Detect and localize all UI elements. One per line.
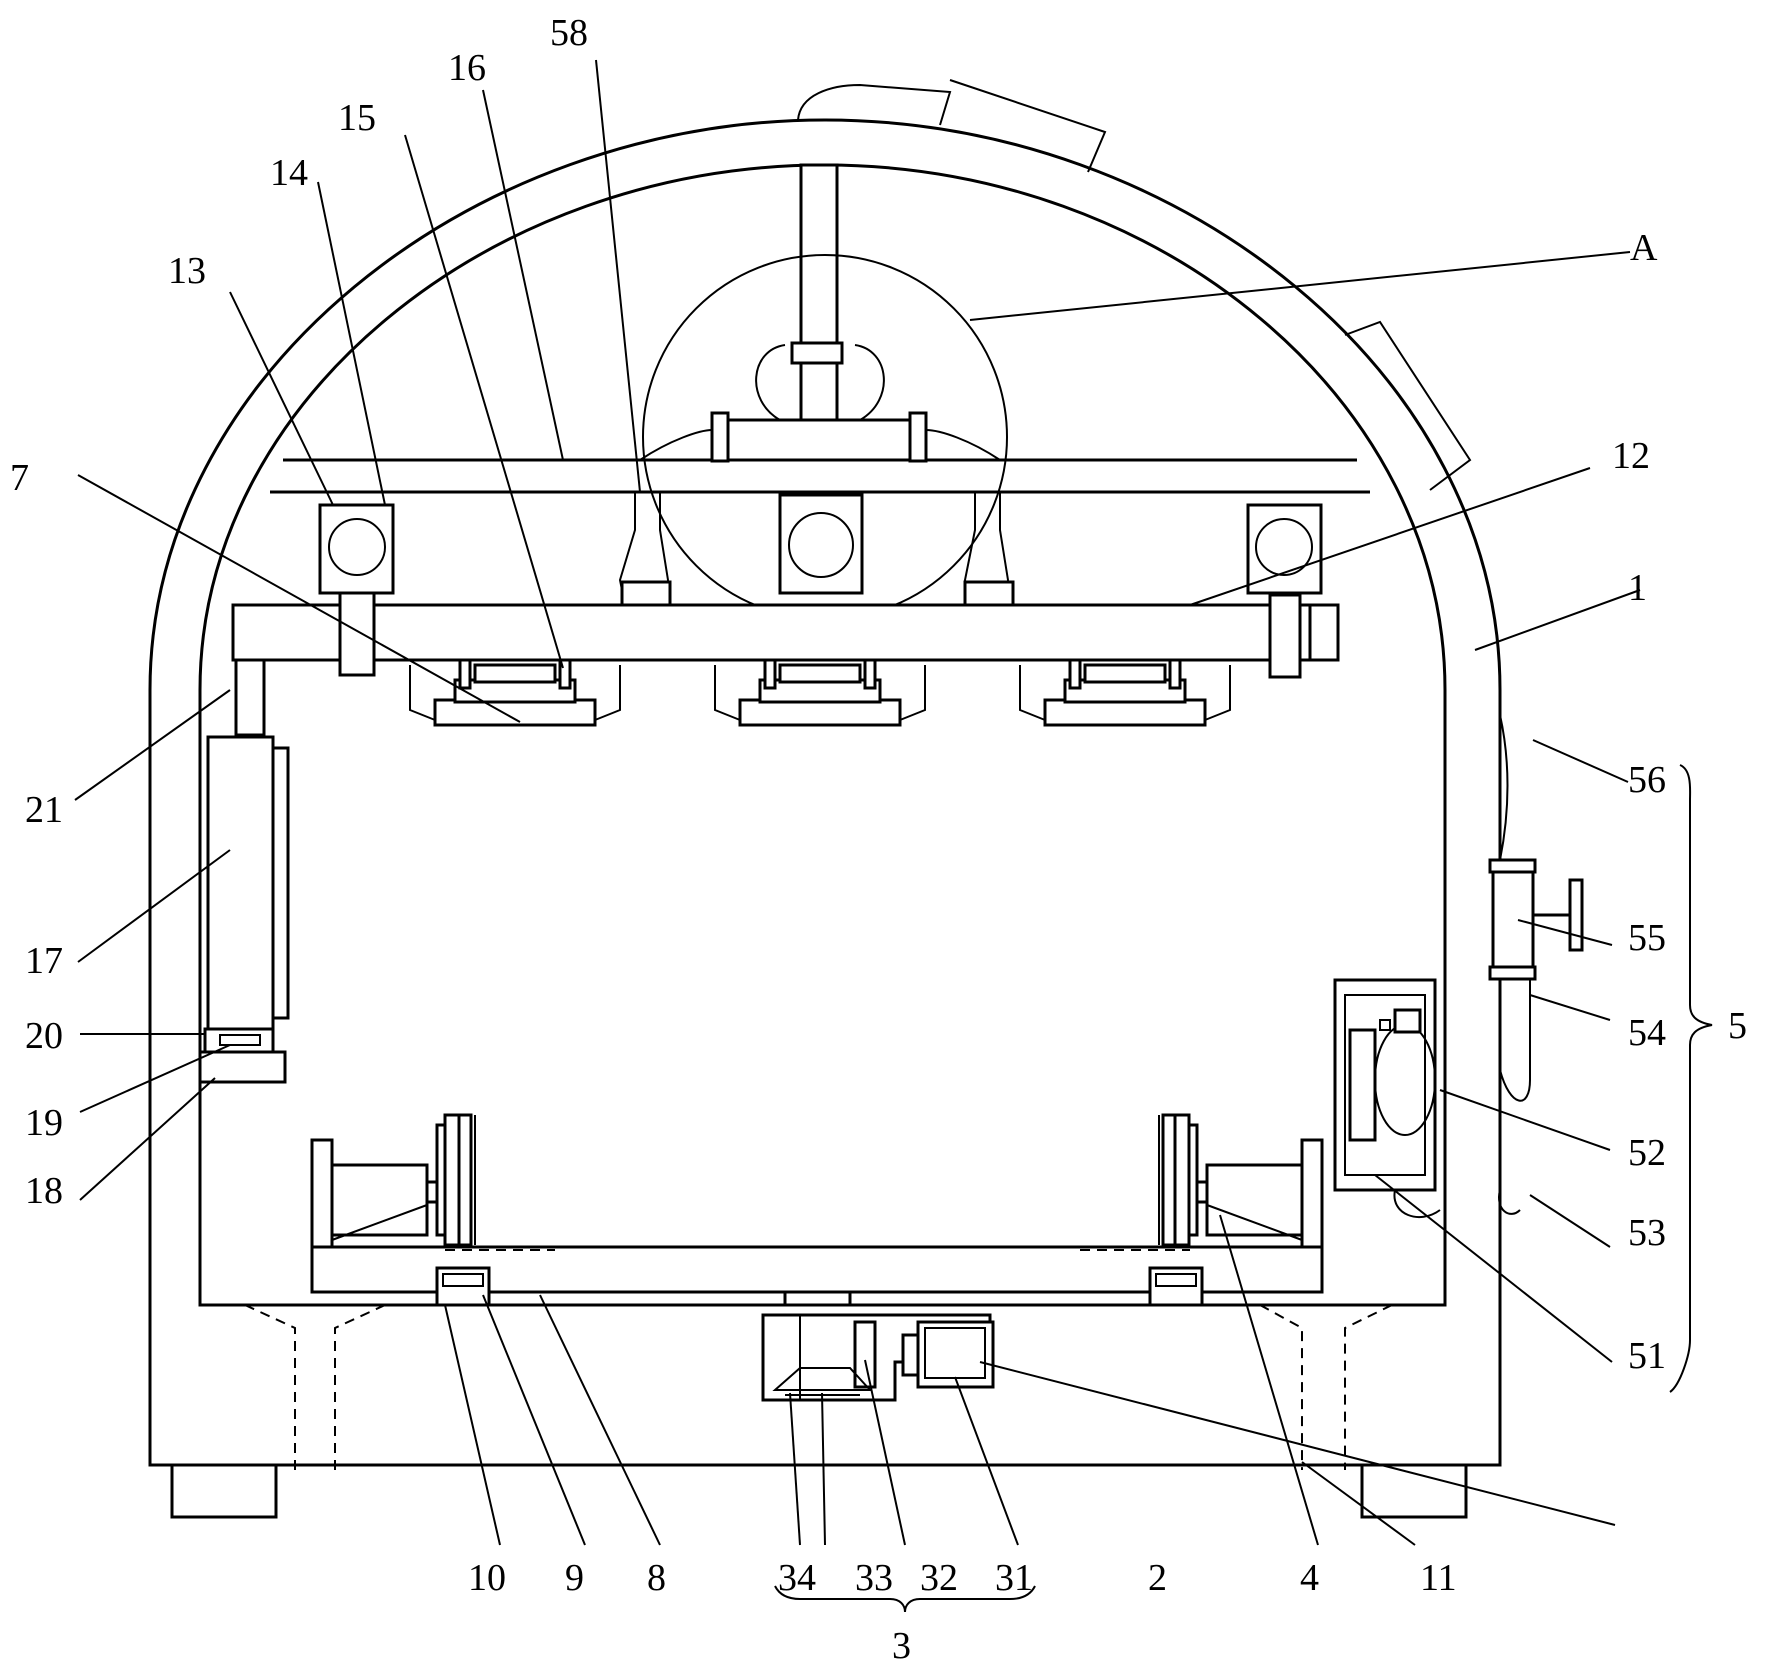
fans bbox=[318, 492, 1323, 606]
label-1: 1 bbox=[1628, 567, 1647, 609]
tray bbox=[310, 1113, 1324, 1307]
label-9: 9 bbox=[565, 1557, 584, 1599]
label-15: 15 bbox=[338, 97, 376, 139]
label-19: 19 bbox=[25, 1102, 63, 1144]
labels: 1 12 A 58 16 15 14 13 7 21 17 20 19 18 1… bbox=[10, 12, 1747, 1667]
label-a: A bbox=[1630, 227, 1658, 269]
label-10: 10 bbox=[468, 1557, 506, 1599]
label-56: 56 bbox=[1628, 759, 1666, 801]
label-33: 33 bbox=[855, 1557, 893, 1599]
label-14: 14 bbox=[270, 152, 308, 194]
lamps bbox=[409, 658, 1231, 727]
label-4: 4 bbox=[1300, 1557, 1319, 1599]
leader-lines bbox=[74, 59, 1713, 1613]
label-8: 8 bbox=[647, 1557, 666, 1599]
label-31: 31 bbox=[995, 1557, 1033, 1599]
left-cylinder bbox=[198, 735, 290, 1084]
housing bbox=[148, 118, 1502, 1519]
label-20: 20 bbox=[25, 1015, 63, 1057]
label-21: 21 bbox=[25, 789, 63, 831]
label-52: 52 bbox=[1628, 1132, 1666, 1174]
label-53: 53 bbox=[1628, 1212, 1666, 1254]
label-16: 16 bbox=[448, 47, 486, 89]
label-17: 17 bbox=[25, 940, 63, 982]
roof-covers bbox=[797, 79, 1472, 491]
label-5: 5 bbox=[1728, 1005, 1747, 1047]
label-12: 12 bbox=[1612, 435, 1650, 477]
label-3: 3 bbox=[892, 1625, 911, 1667]
upper-rail bbox=[270, 163, 1370, 494]
label-2: 2 bbox=[1148, 1557, 1167, 1599]
label-55: 55 bbox=[1628, 917, 1666, 959]
label-34: 34 bbox=[778, 1557, 816, 1599]
label-54: 54 bbox=[1628, 1012, 1666, 1054]
label-58: 58 bbox=[550, 12, 588, 54]
label-32: 32 bbox=[920, 1557, 958, 1599]
pump-assembly bbox=[1333, 714, 1584, 1219]
mount-bar bbox=[231, 580, 1340, 737]
label-13: 13 bbox=[168, 250, 206, 292]
label-7: 7 bbox=[10, 457, 29, 499]
label-51: 51 bbox=[1628, 1335, 1666, 1377]
label-18: 18 bbox=[25, 1170, 63, 1212]
label-11: 11 bbox=[1420, 1557, 1457, 1599]
